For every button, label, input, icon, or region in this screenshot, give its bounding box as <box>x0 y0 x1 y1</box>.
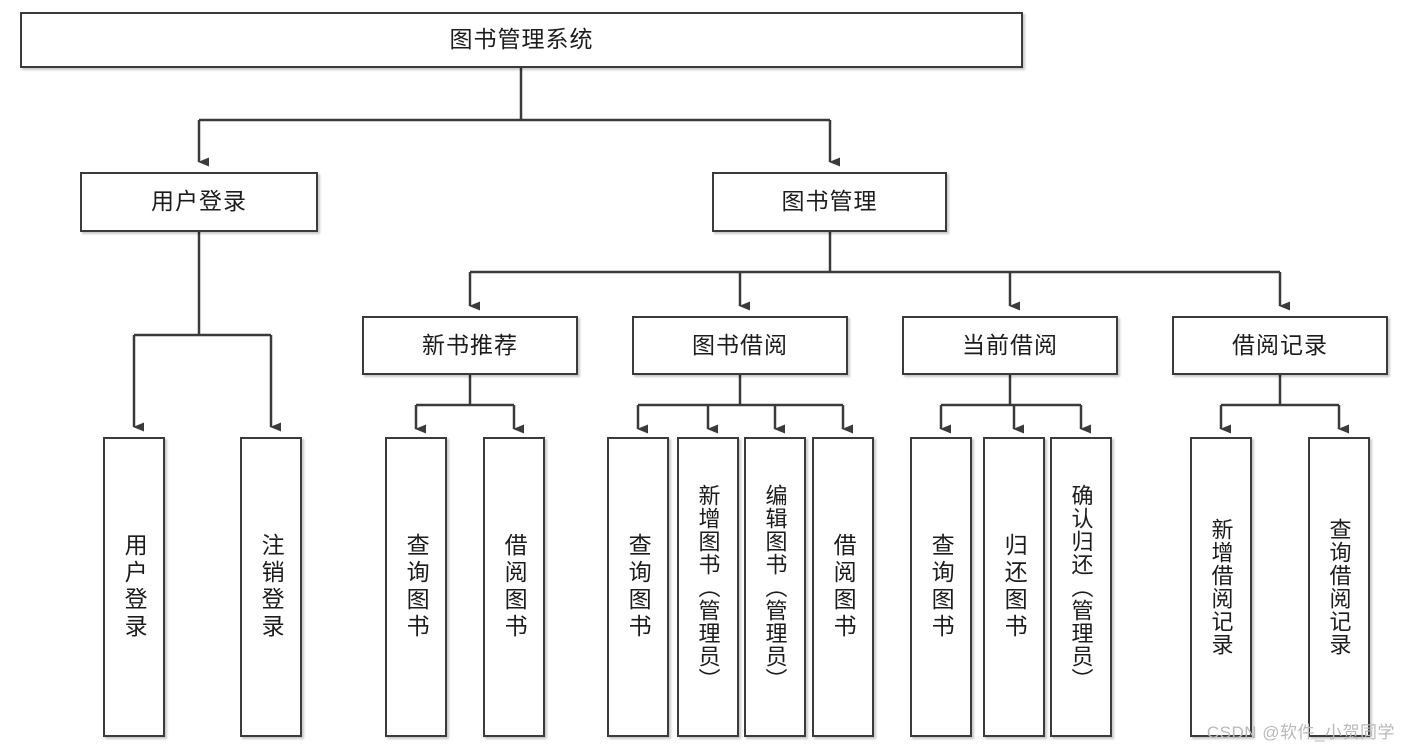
node-leaf-query-borrow-record[interactable]: 查询借阅记录 <box>1308 437 1370 737</box>
node-label: 注销登录 <box>258 533 285 641</box>
node-label: 借阅图书 <box>830 533 857 641</box>
node-label: 查询图书 <box>403 533 430 641</box>
node-label: 编辑图书（管理员） <box>762 483 788 691</box>
node-leaf-borrow-book-recommend[interactable]: 借阅图书 <box>483 437 545 737</box>
node-leaf-user-login[interactable]: 用户登录 <box>103 437 165 737</box>
node-leaf-confirm-return-admin[interactable]: 确认归还（管理员） <box>1050 437 1112 737</box>
node-leaf-query-book-borrow[interactable]: 查询图书 <box>607 437 669 737</box>
node-leaf-logout-login[interactable]: 注销登录 <box>240 437 302 737</box>
node-label: 新增图书（管理员） <box>695 483 721 691</box>
node-book-management[interactable]: 图书管理 <box>712 172 947 232</box>
node-book-borrow[interactable]: 图书借阅 <box>632 316 848 375</box>
node-label: 用户登录 <box>151 188 247 215</box>
node-leaf-add-book-admin[interactable]: 新增图书（管理员） <box>677 437 739 737</box>
node-leaf-add-borrow-record[interactable]: 新增借阅记录 <box>1190 437 1252 737</box>
node-label: 借阅图书 <box>501 533 528 641</box>
node-root-system[interactable]: 图书管理系统 <box>20 12 1023 68</box>
node-label: 图书管理系统 <box>449 26 594 53</box>
node-new-book-recommend[interactable]: 新书推荐 <box>362 316 578 375</box>
node-user-login[interactable]: 用户登录 <box>80 172 318 232</box>
node-label: 查询图书 <box>625 533 652 641</box>
node-leaf-edit-book-admin[interactable]: 编辑图书（管理员） <box>744 437 806 737</box>
watermark-text: CSDN @软件_小贺同学 <box>1206 723 1395 742</box>
node-label: 查询借阅记录 <box>1326 518 1352 656</box>
node-current-borrow[interactable]: 当前借阅 <box>902 316 1118 375</box>
node-leaf-query-book-current[interactable]: 查询图书 <box>910 437 972 737</box>
node-label: 归还图书 <box>1001 533 1028 641</box>
node-label: 当前借阅 <box>962 331 1058 358</box>
node-label: 借阅记录 <box>1232 331 1328 358</box>
node-label: 新书推荐 <box>422 331 518 358</box>
node-label: 查询图书 <box>928 533 955 641</box>
node-label: 新增借阅记录 <box>1208 518 1234 656</box>
node-label: 图书管理 <box>781 188 878 215</box>
node-label: 用户登录 <box>121 533 148 641</box>
node-label: 图书借阅 <box>692 331 788 358</box>
node-label: 确认归还（管理员） <box>1068 483 1094 691</box>
node-leaf-return-book[interactable]: 归还图书 <box>983 437 1045 737</box>
node-borrow-record[interactable]: 借阅记录 <box>1172 316 1388 375</box>
node-leaf-query-book-recommend[interactable]: 查询图书 <box>385 437 447 737</box>
node-leaf-borrow-book[interactable]: 借阅图书 <box>812 437 874 737</box>
